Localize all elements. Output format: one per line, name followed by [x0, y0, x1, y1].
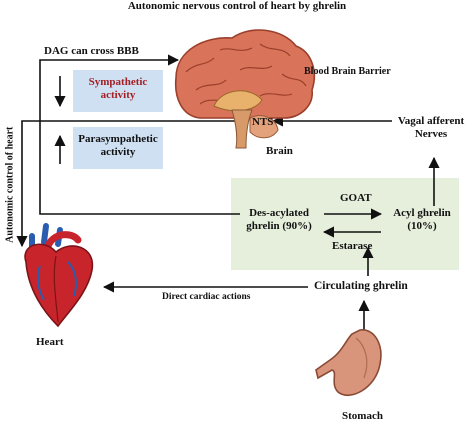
- parasympathetic-label: Parasympathetic activity: [73, 133, 163, 158]
- circulating-ghrelin-label: Circulating ghrelin: [314, 280, 408, 292]
- bbb-label: Blood Brain Barrier: [304, 66, 391, 77]
- acyl-label-line1: Acyl ghrelin: [393, 207, 451, 219]
- vagal-label-line2: Nerves: [414, 127, 448, 140]
- acyl-ghrelin-label: Acyl ghrelin (10%): [382, 207, 462, 232]
- connector-lines: [16, 54, 440, 332]
- nts-label: NTS: [252, 116, 274, 128]
- desacyl-ghrelin-label: Des-acylated ghrelin (90%): [234, 207, 324, 232]
- ghrelin-conversion-panel: [231, 178, 459, 270]
- direct-cardiac-label: Direct cardiac actions: [162, 292, 251, 302]
- sympathetic-panel: [73, 70, 163, 112]
- brain-label: Brain: [266, 145, 293, 157]
- vagal-label: Vagal afferent Nerves: [388, 115, 474, 140]
- estarase-label: Estarase: [332, 240, 373, 252]
- stomach-label: Stomach: [342, 410, 383, 422]
- heart-label: Heart: [36, 336, 64, 348]
- heart-icon: [24, 223, 94, 328]
- sympathetic-label: Sympathetic activity: [73, 76, 163, 101]
- autonomic-to-heart-arrow: [16, 120, 248, 248]
- diagram-title: Autonomic nervous control of heart by gh…: [127, 0, 347, 12]
- parasympathetic-label-line1: Parasympathetic: [78, 133, 158, 145]
- vagal-label-line1: Vagal afferent: [397, 115, 465, 127]
- dag-bbb-label: DAG can cross BBB: [44, 45, 139, 57]
- stomach-icon: [315, 329, 382, 397]
- acyl-label-line2: (10%): [407, 219, 437, 232]
- desacyl-label-line2: ghrelin (90%): [246, 219, 312, 232]
- autonomic-control-label: Autonomic control of heart: [4, 126, 16, 243]
- desacyl-label-line1: Des-acylated: [249, 207, 309, 219]
- dag-bbb-arrow: [39, 54, 240, 215]
- goat-label: GOAT: [340, 192, 372, 204]
- sympathetic-label-line1: Sympathetic: [88, 76, 148, 88]
- parasympathetic-label-line2: activity: [100, 145, 136, 158]
- sympathetic-label-line2: activity: [100, 88, 136, 101]
- brain-icon: [174, 29, 316, 149]
- parasympathetic-panel: [73, 127, 163, 169]
